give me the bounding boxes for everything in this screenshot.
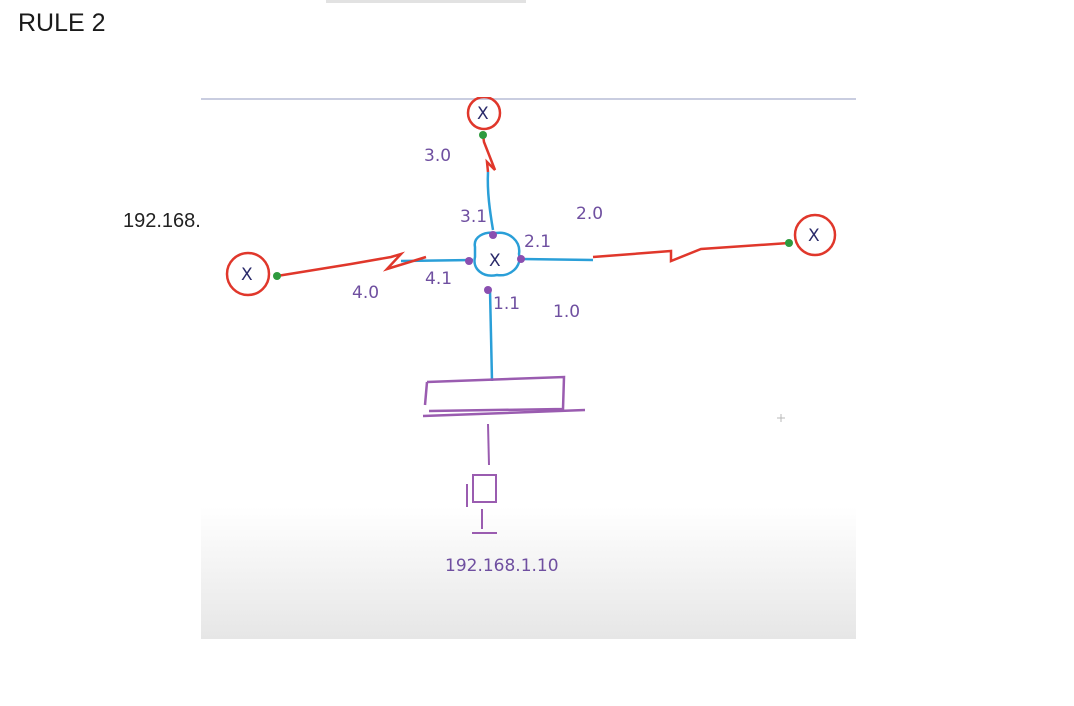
- bottom-shade: [201, 507, 856, 639]
- port-dot-bottom: [484, 286, 492, 294]
- ethernet-link-right: [520, 257, 594, 262]
- ethernet-link-top: [486, 171, 495, 231]
- label-if-right: 2.1: [524, 232, 551, 252]
- label-if-left: 4.1: [425, 269, 452, 289]
- remote-router-top-icon: X: [466, 97, 502, 139]
- port-dot-top: [489, 231, 497, 239]
- remote-router-right-icon: X: [785, 213, 837, 257]
- page-title: RULE 2: [18, 9, 106, 37]
- host-icon: [466, 423, 497, 534]
- label-if-bottom: 1.1: [493, 294, 520, 314]
- label-net-bottom: 1.0: [553, 302, 580, 322]
- serial-link-left: [276, 251, 427, 278]
- remote-router-left-icon: X: [225, 251, 281, 297]
- network-diagram: X X X X: [201, 97, 856, 639]
- port-dot-left: [465, 257, 473, 265]
- label-if-top: 3.1: [460, 207, 487, 227]
- crosshair-cursor-icon: [777, 414, 785, 422]
- serial-link-right: [592, 241, 790, 263]
- svg-text:X: X: [241, 265, 253, 285]
- label-net-right: 2.0: [576, 204, 603, 224]
- label-net-left: 4.0: [352, 283, 379, 303]
- serial-link-top: [481, 134, 497, 173]
- switch-icon: [422, 375, 586, 418]
- svg-text:X: X: [477, 104, 489, 124]
- top-tab-fragment: [326, 0, 526, 3]
- router-icon: X: [473, 231, 521, 277]
- diagram-canvas: X X X X: [201, 97, 856, 639]
- label-host-ip: 192.168.1.10: [445, 556, 559, 576]
- port-dot-right: [517, 255, 525, 263]
- label-net-top: 3.0: [424, 146, 451, 166]
- ethernet-link-bottom: [488, 289, 494, 382]
- router-symbol: X: [489, 251, 501, 271]
- svg-text:X: X: [808, 226, 820, 246]
